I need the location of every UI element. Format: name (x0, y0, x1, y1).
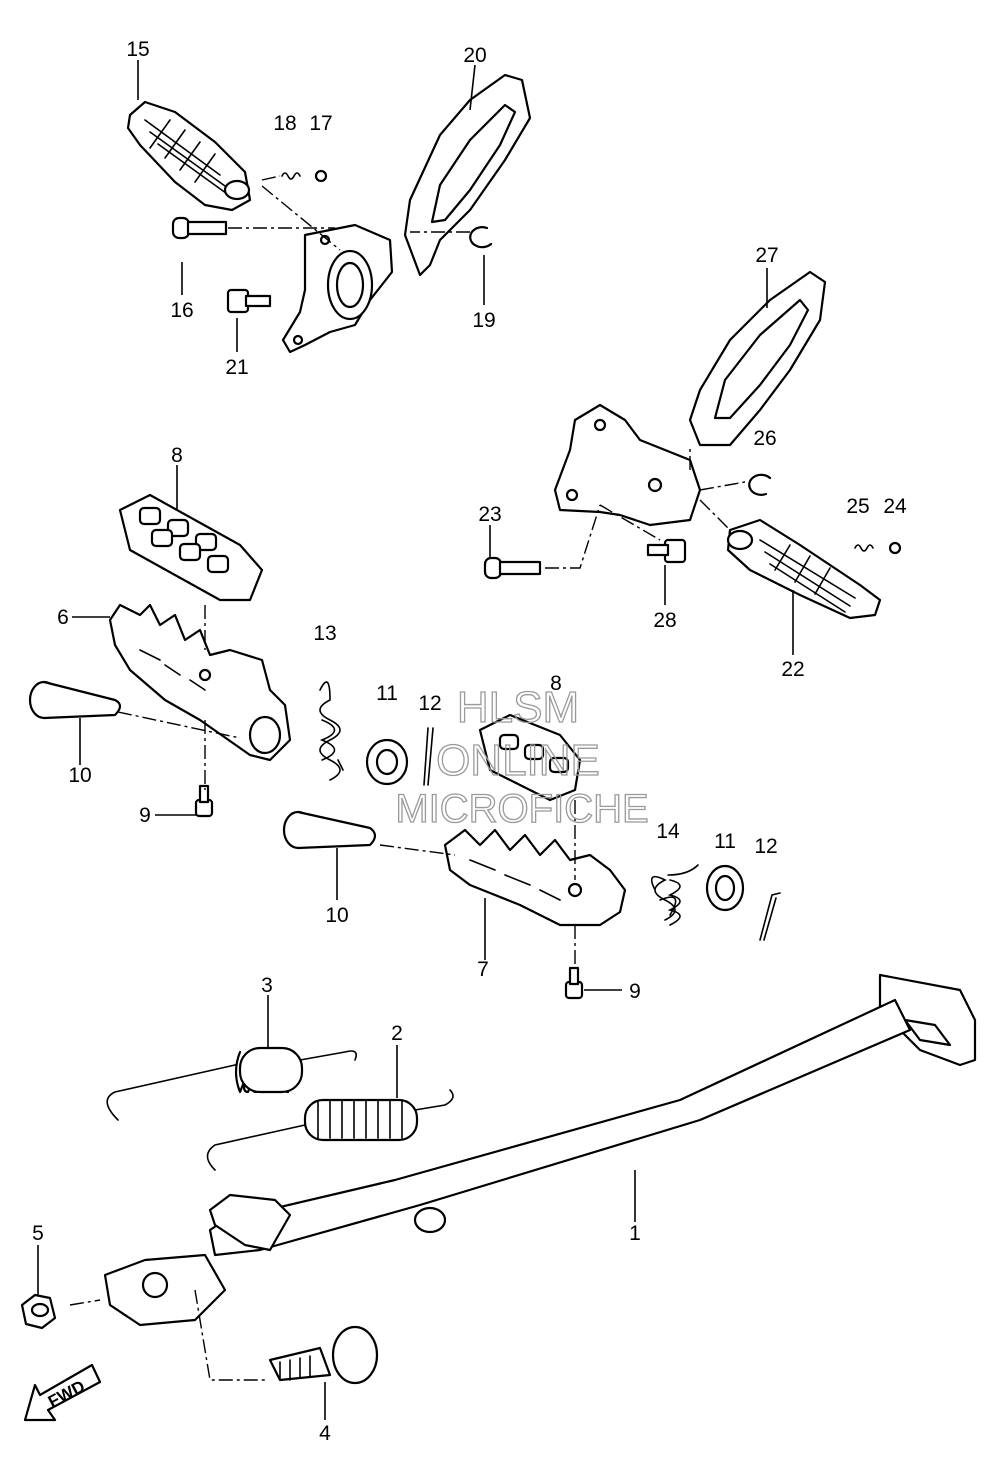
callout-27: 27 (755, 244, 778, 267)
fwd-arrow-icon: FWD (23, 1363, 102, 1422)
callout-1: 1 (629, 1222, 641, 1245)
cotter-12b (759, 892, 781, 941)
bracket-20 (403, 73, 532, 277)
footrest-bracket-mount (281, 223, 394, 354)
callout-8b: 8 (550, 672, 562, 695)
callout-25: 25 (846, 495, 869, 518)
bolt-28 (646, 538, 687, 564)
side-stand-1 (103, 973, 977, 1327)
callout-19: 19 (472, 309, 495, 332)
callout-16: 16 (170, 299, 193, 322)
callout-12a: 12 (418, 692, 441, 715)
callout-14: 14 (656, 820, 680, 843)
callout-6: 6 (57, 606, 69, 629)
spring-14 (650, 864, 699, 926)
footpeg-22 (726, 518, 882, 620)
callout-13: 13 (313, 622, 336, 645)
clip-26 (748, 473, 772, 496)
callout-9b: 9 (629, 980, 641, 1003)
callouts: 15 18 17 20 16 19 21 27 26 23 25 24 28 2… (32, 38, 907, 1445)
callout-26: 26 (753, 427, 776, 450)
callout-28: 28 (653, 609, 676, 632)
washer-11b (705, 864, 745, 912)
callout-20: 20 (463, 44, 486, 67)
callout-12b: 12 (754, 835, 777, 858)
footpeg-7 (443, 828, 627, 927)
spring-25-ball-24 (854, 541, 902, 555)
callout-18: 18 (273, 112, 296, 135)
callout-11b: 11 (714, 830, 736, 853)
bracket-27 (688, 270, 827, 447)
callout-5: 5 (32, 1222, 44, 1245)
callout-22: 22 (781, 658, 804, 681)
bolt-9b (564, 966, 584, 1000)
bolt-21 (226, 288, 272, 314)
callout-9a: 9 (139, 804, 151, 827)
rubber-pad-8a (118, 493, 264, 602)
spring-3 (106, 1046, 358, 1121)
callout-24: 24 (883, 495, 907, 518)
spring-2 (206, 1089, 454, 1171)
callout-3: 3 (261, 974, 273, 997)
callout-10a: 10 (68, 764, 91, 787)
bolt-4 (268, 1325, 379, 1385)
watermark-line1: HLSM (457, 683, 579, 732)
clip-19 (469, 226, 493, 249)
callout-4: 4 (319, 1422, 331, 1445)
watermark-line3: MICROFICHE (395, 787, 648, 831)
callout-17: 17 (309, 112, 332, 135)
callout-23: 23 (478, 503, 501, 526)
washer-11a (365, 738, 409, 786)
nut-5 (20, 1293, 57, 1330)
callout-11a: 11 (376, 682, 398, 705)
callout-8a: 8 (171, 444, 183, 467)
footpeg-6 (108, 603, 292, 762)
pin-23 (483, 556, 542, 580)
spring-13 (319, 681, 344, 781)
watermark: HLSM ONLINE MICROFICHE (395, 682, 650, 831)
callout-15: 15 (126, 38, 149, 61)
leader-lines (37, 60, 794, 1420)
footpeg-15 (126, 100, 252, 212)
callout-2: 2 (391, 1022, 403, 1045)
cotter-12a (423, 727, 434, 786)
callout-21: 21 (225, 356, 248, 379)
pin-16 (171, 216, 228, 240)
callout-7: 7 (477, 958, 489, 981)
footrest-bracket-mount-right (553, 403, 702, 527)
spring-18-ball-17 (281, 169, 328, 183)
callout-10b: 10 (325, 904, 348, 927)
pin-10b (282, 810, 377, 850)
rubber-pad-8b (478, 713, 582, 802)
pin-10a (28, 680, 122, 720)
watermark-line2: ONLINE (436, 736, 600, 785)
bolt-9a (194, 784, 214, 818)
